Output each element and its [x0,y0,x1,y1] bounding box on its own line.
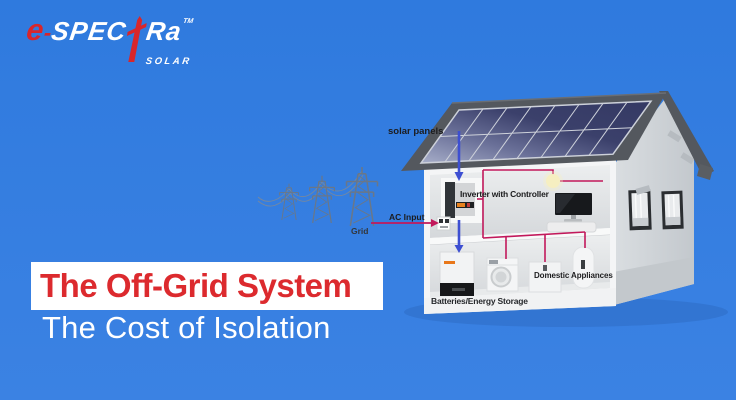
headline-title: The Off-Grid System [40,267,352,304]
water-heater-icon [572,246,595,289]
blue-arrow-inverter-to-battery [454,220,464,253]
inverter-label: Inverter with Controller [460,189,549,199]
grid-wires-icon [257,170,364,207]
house-gable-wall [613,91,714,305]
domestic-appliances-label: Domestic Appliances [534,271,613,280]
ac-input-arrow [371,219,439,227]
headline-title-box: The Off-Grid System [31,262,383,310]
solar-panels-label: solar panels [388,126,444,137]
ac-input-label: AC Input [389,212,425,222]
red-wiring [477,169,603,262]
headline-subtitle: The Cost of Isolation [42,310,331,345]
inverter-icon [441,178,482,223]
appliance-box-icon [528,261,562,293]
lightbulb-icon [543,171,563,191]
blue-arrow-solar-to-inverter [454,131,464,181]
brand-logo: e - SPEC Ra TM SOLAR [23,14,194,67]
ac-outlet-icon [436,216,451,231]
gable-windows-icon [628,189,684,231]
washing-machine-icon [486,257,519,292]
grid-label: Grid [351,226,369,236]
tv-icon [546,193,597,233]
batteries-label: Batteries/Energy Storage [431,296,528,306]
roof-brackets [635,130,695,195]
battery-icon [439,251,475,296]
solar-panel-array-icon [421,101,651,163]
power-pole-cross-icon [123,16,147,62]
